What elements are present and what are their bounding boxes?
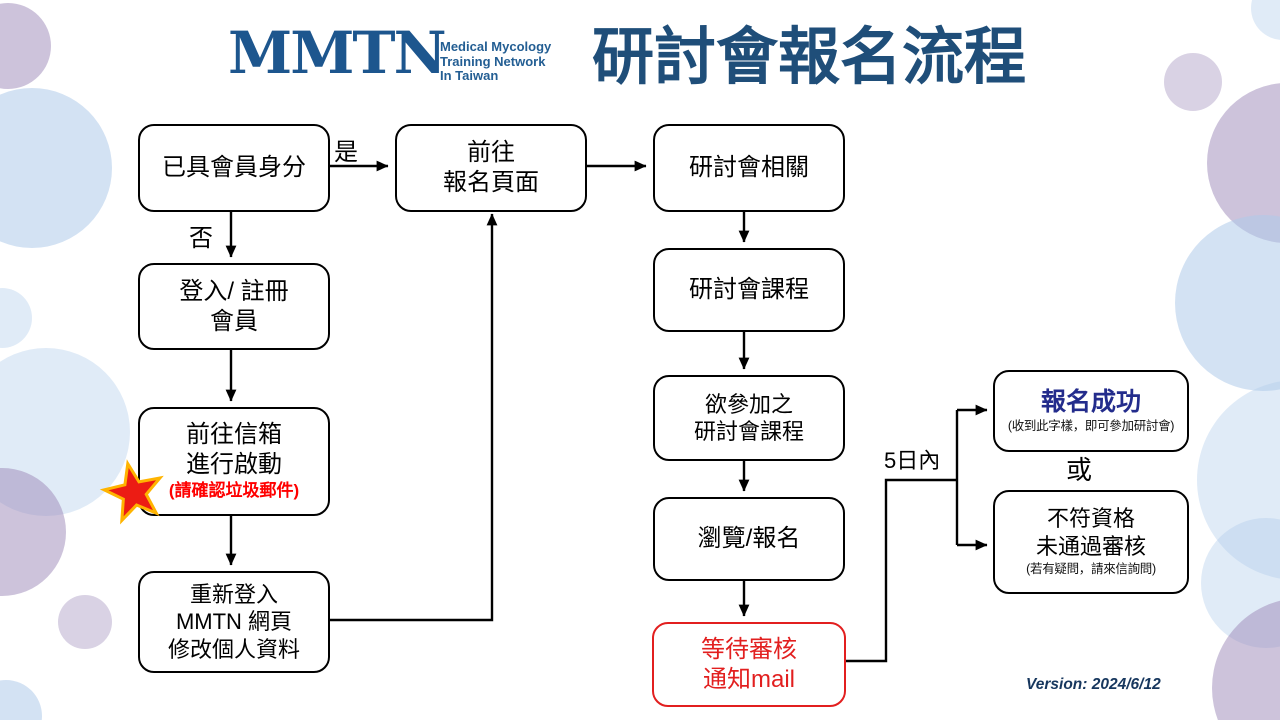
flow-node-wait-review: 等待審核 通知mail — [652, 622, 846, 707]
logo-tagline-line: Medical Mycology — [440, 39, 552, 54]
node-text: 進行啟動 — [186, 451, 282, 479]
flow-node-relogin: 重新登入 MMTN 網頁 修改個人資料 — [138, 571, 330, 673]
label-no: 否 — [189, 225, 213, 252]
flow-node-success: 報名成功 (收到此字樣，即可參加研討會) — [993, 370, 1189, 452]
page-title: 研討會報名流程 — [592, 23, 1027, 92]
node-text: 研討會課程 — [693, 419, 804, 444]
node-text: 研討會課程 — [689, 276, 809, 303]
version-label: Version: 2024/6/12 — [1026, 676, 1161, 693]
flow-node-browse-register: 瀏覽/報名 — [653, 497, 845, 581]
node-text: 通知mail — [702, 665, 795, 693]
node-text: 報名頁面 — [443, 169, 539, 196]
flow-node-desired-courses: 欲參加之 研討會課程 — [653, 375, 845, 461]
rejected-note: (若有疑問，請來信詢問) — [1026, 562, 1156, 577]
node-text: 等待審核 — [701, 635, 797, 663]
flow-node-activate-mailbox: 前往信箱 進行啟動 (請確認垃圾郵件) — [138, 407, 330, 516]
node-text: 重新登入 — [189, 581, 278, 607]
node-text: 登入/ 註冊 — [179, 277, 289, 305]
logo-tagline-line: Training Network — [440, 53, 546, 69]
node-text: 前往 — [467, 139, 515, 166]
flow-node-rejected: 不符資格 未通過審核 (若有疑問，請來信詢問) — [993, 490, 1189, 594]
node-text: 會員 — [210, 307, 258, 335]
label-or: 或 — [1066, 455, 1093, 485]
flow-node-member-check: 已具會員身分 — [138, 124, 330, 212]
decor-circle — [58, 595, 112, 649]
node-text: 修改個人資料 — [167, 636, 300, 662]
flow-node-login-register: 登入/ 註冊 會員 — [138, 263, 330, 350]
logo-tagline-line: In Taiwan — [440, 68, 499, 83]
node-text: 前往信箱 — [186, 421, 282, 449]
label-within-5-days: 5日內 — [884, 448, 941, 473]
node-text: 欲參加之 — [704, 391, 793, 417]
node-text: 已具會員身分 — [162, 154, 306, 181]
mmtn-logo-tagline: Medical Mycology Training Network In Tai… — [440, 39, 552, 84]
node-text: 未通過審核 — [1035, 533, 1146, 559]
flow-node-seminar-courses: 研討會課程 — [653, 248, 845, 332]
flow-node-goto-registration: 前往 報名頁面 — [395, 124, 587, 212]
node-text: 瀏覽/報名 — [697, 525, 801, 552]
label-yes: 是 — [334, 139, 358, 166]
node-text: 研討會相關 — [689, 154, 809, 181]
node-text: 不符資格 — [1046, 506, 1135, 532]
flow-node-seminar-related: 研討會相關 — [653, 124, 845, 212]
node-text: MMTN 網頁 — [175, 609, 293, 635]
star-icon — [99, 459, 164, 525]
decor-circle — [1164, 53, 1222, 111]
success-title: 報名成功 — [1040, 387, 1141, 416]
mmtn-logo: MMTN — [228, 19, 447, 87]
success-note: (收到此字樣，即可參加研討會) — [1007, 418, 1175, 433]
spam-check-note: (請確認垃圾郵件) — [168, 481, 300, 501]
